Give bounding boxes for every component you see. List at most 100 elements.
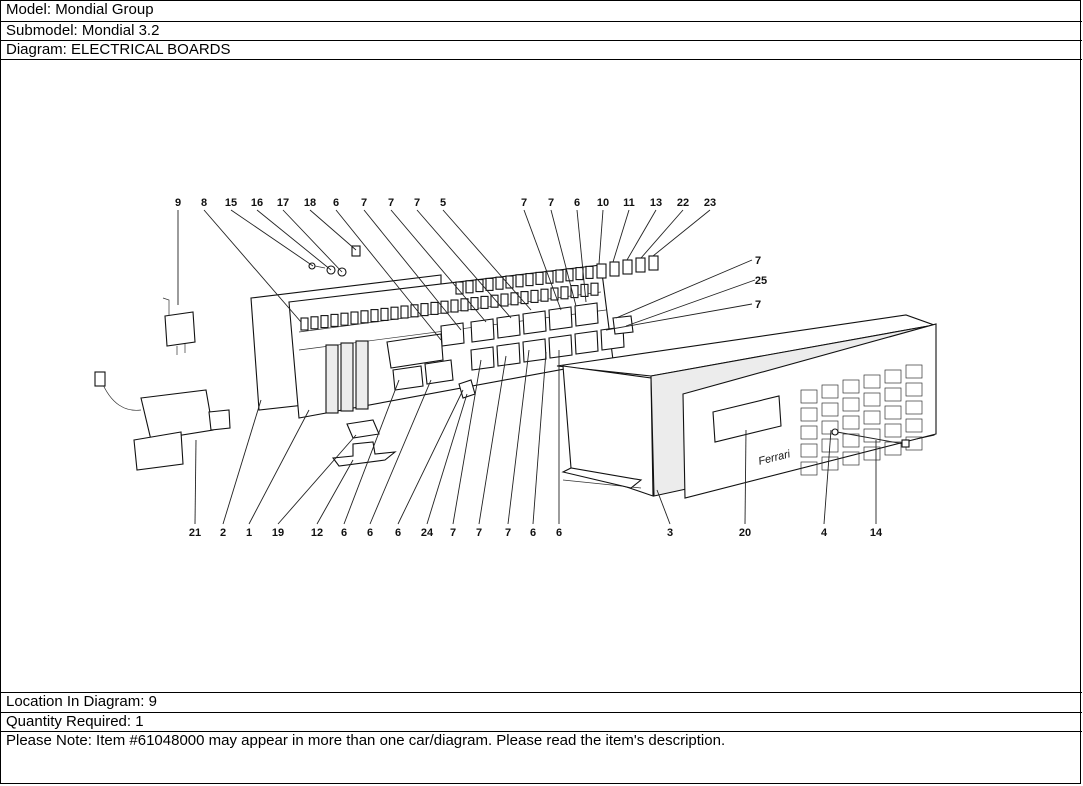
fuse-row	[300, 265, 599, 331]
callout-label: 7	[450, 527, 456, 539]
fuse	[535, 271, 544, 285]
callout-label: 12	[311, 527, 323, 539]
fuse	[340, 312, 349, 326]
callout-label: 6	[574, 197, 580, 209]
fuse	[485, 277, 494, 291]
callout-label: 22	[677, 197, 689, 209]
vent-cell	[842, 379, 860, 394]
leader-line	[363, 209, 462, 331]
leader-line	[442, 209, 532, 311]
leader-line	[230, 209, 314, 267]
vent-cell	[884, 423, 902, 438]
screw-item-14	[831, 428, 910, 448]
vent-cell	[800, 443, 818, 458]
fuse	[480, 295, 489, 309]
fuse	[350, 311, 359, 325]
leader-line	[309, 209, 357, 251]
callout-label: 24	[421, 527, 434, 539]
vent-cell	[905, 364, 923, 379]
clip-item-19	[346, 419, 380, 439]
leader-line	[615, 259, 753, 319]
vent-cell	[800, 407, 818, 422]
leader-line	[507, 349, 530, 525]
callout-label: 4	[821, 527, 828, 539]
leader-line	[390, 209, 487, 323]
callout-label: 6	[341, 527, 347, 539]
fuse	[390, 306, 399, 320]
leader-line	[612, 209, 630, 263]
vent-cell	[863, 392, 881, 407]
relay	[574, 330, 599, 355]
fuse	[300, 317, 309, 331]
vent-cell	[821, 402, 839, 417]
fuse	[400, 305, 409, 319]
leader-line	[282, 209, 343, 273]
fuse	[570, 285, 579, 299]
fuse	[320, 315, 329, 329]
vent-cell	[800, 461, 818, 476]
callout-label: 7	[414, 197, 420, 209]
fuse	[310, 316, 319, 330]
leader-line	[598, 209, 604, 265]
fuse	[530, 289, 539, 303]
leader-line	[248, 409, 310, 525]
relay	[548, 306, 573, 331]
note-row: Please Note: Item #61048000 may appear i…	[6, 732, 726, 749]
bracket-item-12	[331, 441, 397, 467]
model-row: Model: Mondial Group	[1, 1, 1082, 22]
relay	[440, 322, 465, 347]
callout-label: 19	[272, 527, 284, 539]
callout-label: 13	[650, 197, 662, 209]
fuse	[430, 301, 439, 315]
relay	[424, 359, 454, 385]
leader-line	[640, 209, 684, 259]
leader-line	[256, 209, 332, 271]
callout-label: 6	[530, 527, 536, 539]
callout-label: 11	[623, 197, 635, 209]
leader-line	[222, 399, 262, 525]
vent-cell	[863, 410, 881, 425]
vent-cell	[842, 415, 860, 430]
callout-label: 23	[704, 197, 716, 209]
leader-line	[369, 379, 432, 525]
vent-cell	[842, 397, 860, 412]
callout-label: 16	[251, 197, 263, 209]
callout-label: 6	[367, 527, 373, 539]
callout-label: 7	[548, 197, 554, 209]
leader-line	[335, 209, 442, 341]
callout-label: 2	[220, 527, 226, 539]
callout-label: 7	[755, 255, 761, 267]
leader-line	[452, 359, 482, 525]
fuse	[500, 293, 509, 307]
fuse	[555, 269, 564, 283]
relay	[548, 334, 573, 359]
relay	[496, 342, 521, 367]
fuse	[360, 310, 369, 324]
leader-line	[277, 434, 357, 525]
vent-cell	[842, 451, 860, 466]
diagram-title-row: Diagram: ELECTRICAL BOARDS	[1, 41, 1082, 60]
callout-label: 14	[870, 527, 883, 539]
callout-label: 7	[755, 299, 761, 311]
leader-line	[625, 279, 756, 327]
fuse	[495, 276, 504, 290]
callout-label: 21	[189, 527, 201, 539]
leader-line	[823, 429, 832, 525]
fuse	[420, 303, 429, 317]
fuse	[470, 297, 479, 311]
electrical-boards-drawing: Ferrari 98151617186777577610111322237257…	[94, 197, 937, 539]
relay	[574, 302, 599, 327]
callout-label: 7	[476, 527, 482, 539]
callout-label: 6	[333, 197, 339, 209]
leader-line	[478, 355, 507, 525]
vent-cell	[905, 418, 923, 433]
fuse	[560, 286, 569, 300]
connector-block	[340, 342, 354, 412]
fuse	[540, 288, 549, 302]
vent-cell	[863, 374, 881, 389]
connector-block	[355, 340, 369, 410]
fuse	[490, 294, 499, 308]
vent-cell	[905, 382, 923, 397]
fuse	[510, 292, 519, 306]
leader-line	[523, 209, 562, 311]
